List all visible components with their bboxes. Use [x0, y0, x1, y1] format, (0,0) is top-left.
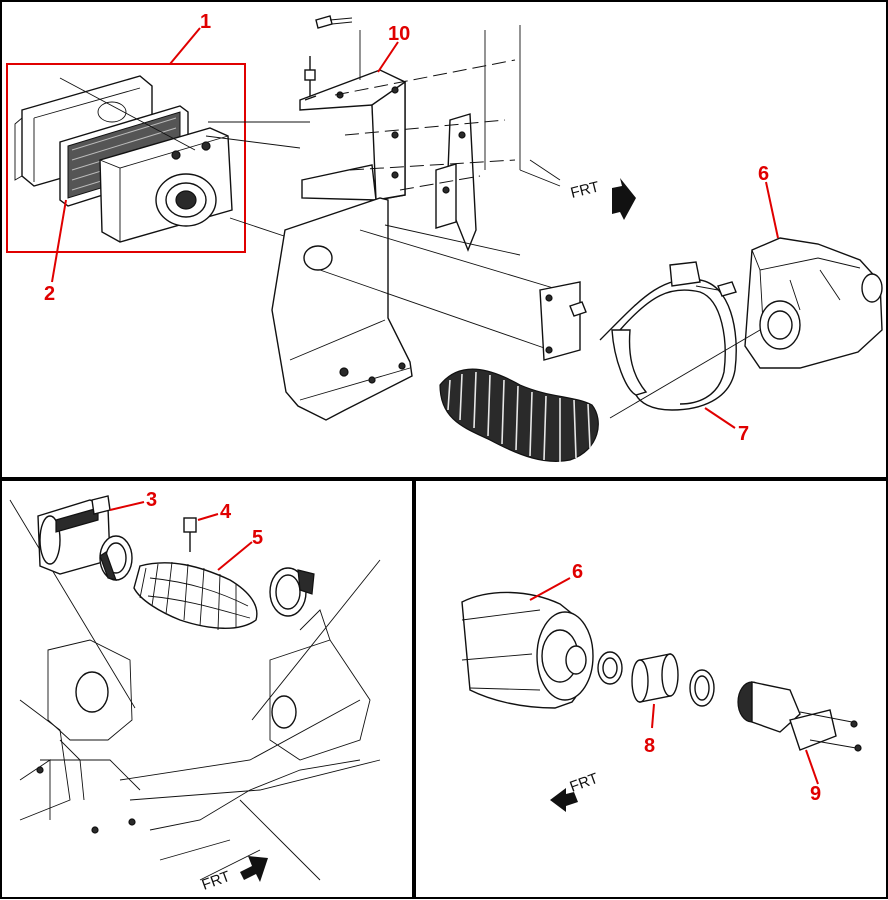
resonator-body: [461, 591, 594, 709]
bolt: [315, 15, 353, 29]
frt-label-bottom-left: FRT: [200, 868, 233, 894]
coupler-sleeve: [631, 653, 679, 703]
callout-4: 4: [220, 501, 232, 523]
frt-arrow-bottom-right: [550, 788, 578, 812]
frt-arrow-bottom-left: [240, 856, 268, 882]
front-direction-indicator-bottom-left: FRT: [200, 856, 268, 894]
top-panel: FRT 1 2 10 6 7: [6, 11, 883, 462]
front-direction-indicator-top: FRT: [569, 178, 636, 220]
callout-10: 10: [388, 23, 410, 45]
retaining-strap: [599, 261, 737, 411]
frt-label-top: FRT: [569, 178, 601, 201]
callout-5: 5: [252, 527, 263, 549]
callout-3: 3: [146, 489, 157, 511]
air-cleaner-housing: [99, 127, 233, 243]
alignment-lines: [334, 25, 561, 191]
hose-clamp-left: [99, 535, 133, 581]
bottom-right-panel: FRT 6 8 9: [461, 561, 862, 812]
baffle-plate: [271, 197, 413, 421]
flexible-duct: [439, 368, 599, 462]
coupler-clamp: [689, 669, 715, 707]
resonator: [744, 237, 883, 369]
callout-7: 7: [738, 423, 749, 445]
callout-2: 2: [44, 283, 55, 305]
outlet-clamp: [597, 651, 623, 685]
strap-mount-plate: [539, 281, 587, 361]
intake-hose: [133, 561, 258, 631]
callout-8: 8: [644, 735, 655, 757]
hose-clamp-right: [269, 567, 315, 617]
support-bracket: [435, 113, 477, 252]
callout-9: 9: [810, 783, 821, 805]
sensor-connector: [183, 517, 197, 552]
engine-compartment-sketch: [19, 609, 381, 881]
frt-arrow-top: [612, 178, 636, 220]
outlet-adapter: [737, 681, 862, 752]
mass-airflow-sensor: [37, 495, 111, 575]
callout-1: 1: [200, 11, 211, 33]
callout-6-top: 6: [758, 163, 769, 185]
callout-6-bottom: 6: [572, 561, 583, 583]
bottom-left-panel: FRT 3 4 5: [9, 489, 381, 894]
front-direction-indicator-bottom-right: FRT: [550, 770, 601, 812]
mounting-bracket: [299, 69, 406, 201]
frt-label-bottom-right: FRT: [568, 770, 601, 796]
stud: [304, 56, 317, 101]
air-cleaner-highlight-box: [6, 63, 246, 253]
